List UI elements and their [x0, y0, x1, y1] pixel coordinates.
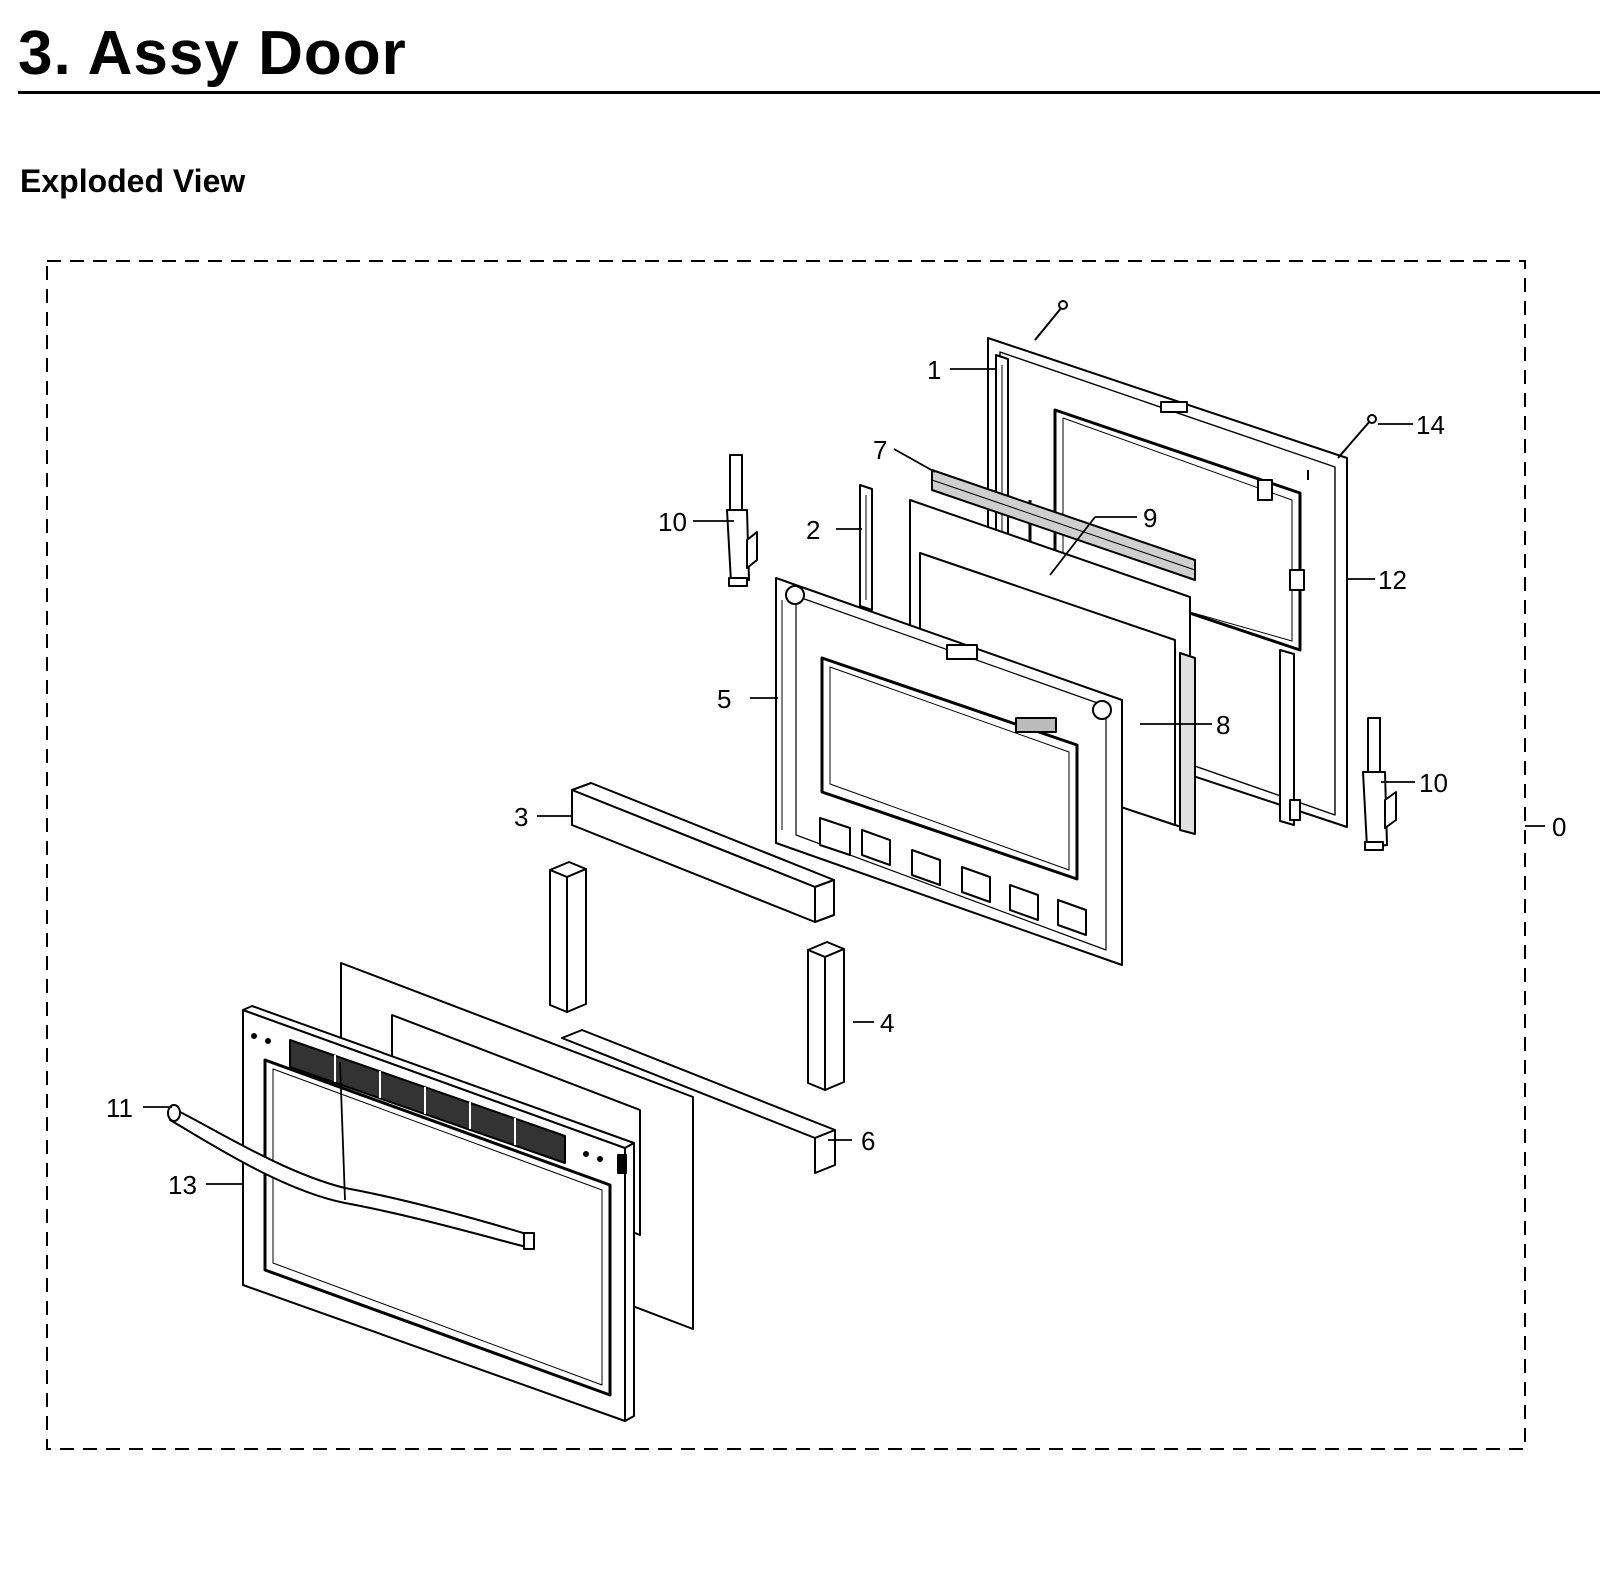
part-14-screw-top — [1034, 300, 1068, 341]
part-11-door-handle — [167, 1104, 535, 1250]
callout-5: 5 — [717, 684, 731, 714]
page-title: 3. Assy Door — [18, 19, 407, 88]
callout-0: 0 — [1552, 812, 1566, 842]
part-4-spacer-left — [549, 861, 587, 1013]
callout-10-right: 10 — [1419, 768, 1448, 798]
callout-2: 2 — [806, 515, 820, 545]
callout-13: 13 — [168, 1170, 197, 1200]
callout-14: 14 — [1416, 410, 1445, 440]
callout-1: 1 — [927, 355, 941, 385]
callout-4: 4 — [880, 1008, 894, 1038]
callout-12: 12 — [1378, 565, 1407, 595]
callout-11: 11 — [106, 1093, 133, 1123]
part-10-hinge-left — [726, 454, 758, 587]
part-7-insulation-strip — [931, 469, 1196, 581]
title-rule — [18, 91, 1600, 94]
part-2-side-bracket — [859, 484, 873, 611]
part-12-side-channel — [1279, 649, 1301, 826]
part-3-insulation-block — [571, 782, 835, 923]
callout-10-left: 10 — [658, 507, 687, 537]
callout-7: 7 — [873, 435, 887, 465]
part-10-hinge-right — [1362, 717, 1397, 851]
part-14-screw-right — [1337, 414, 1377, 459]
callout-9: 9 — [1143, 503, 1157, 533]
assembly-boundary — [46, 260, 1526, 1450]
callout-6: 6 — [861, 1126, 875, 1156]
section-subtitle: Exploded View — [20, 163, 246, 199]
part-4-spacer-right — [807, 941, 845, 1091]
callout-8: 8 — [1216, 710, 1230, 740]
leader-lines — [143, 368, 1545, 1201]
part-5-inner-door-panel — [775, 577, 1123, 966]
callout-3: 3 — [514, 802, 528, 832]
